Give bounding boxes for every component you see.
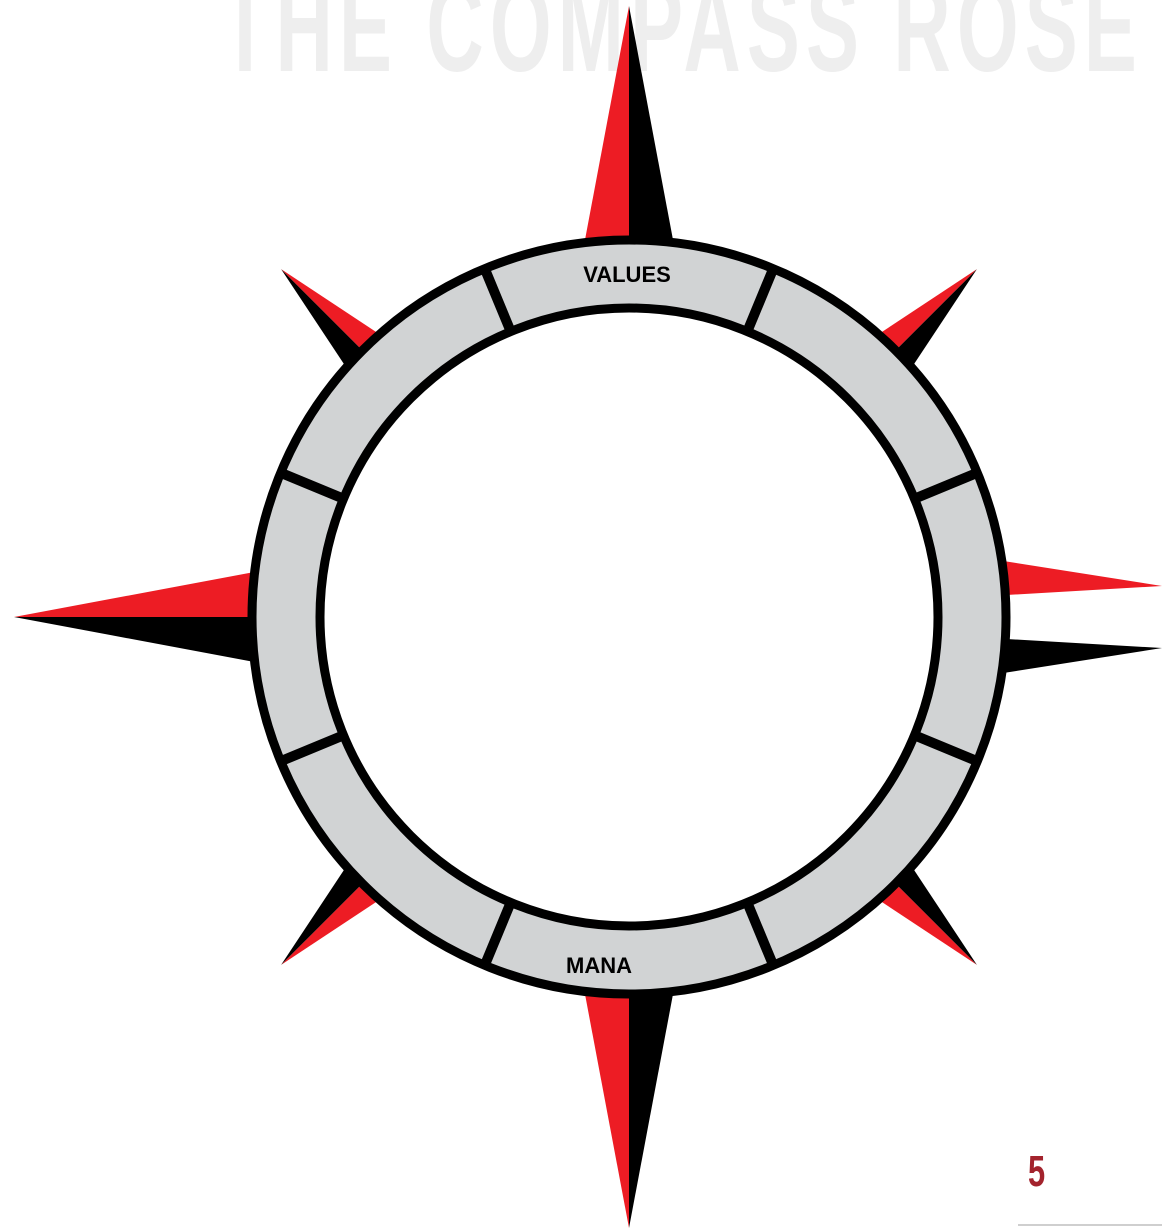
ring-label-mana: MANA: [566, 953, 632, 978]
page-number: 5: [1028, 1150, 1045, 1194]
footer-rule: [1018, 1224, 1162, 1226]
ring-label-values: VALUES: [583, 262, 671, 287]
ring-inner-circle: [320, 308, 938, 926]
compass-ring: [252, 240, 1006, 994]
